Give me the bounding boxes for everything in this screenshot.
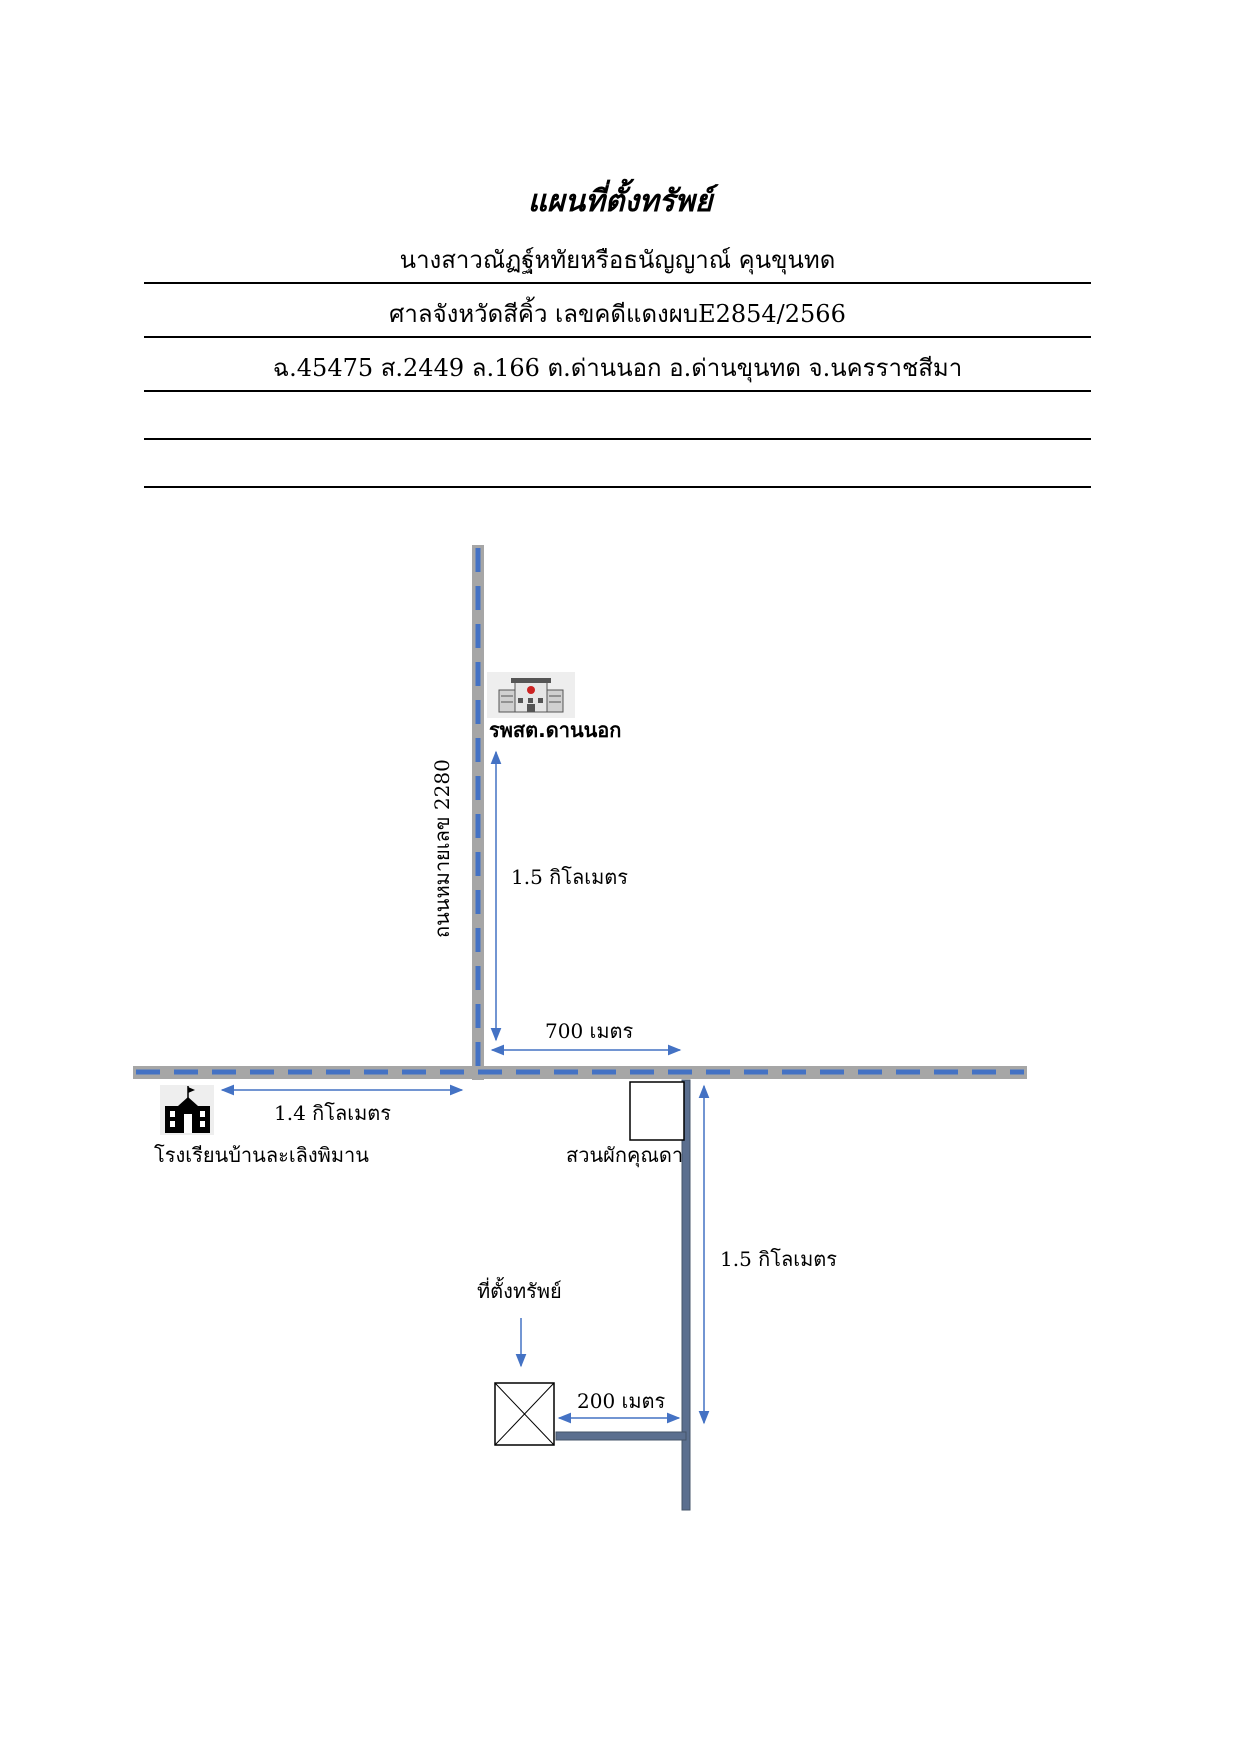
- divider: [144, 336, 1091, 338]
- owner-name: นางสาวณัฏฐ์หทัยหรือธนัญญาณ์ คุนขุนทด: [399, 246, 836, 274]
- deed-info: ฉ.45475 ส.2449 ล.166 ต.ด่านนอก อ.ด่านขุน…: [272, 354, 963, 382]
- court-case: ศาลจังหวัดสีคิ้ว เลขคดีแดงผบE2854/2566: [389, 300, 846, 328]
- main-road: [133, 1066, 1027, 1079]
- school-label: โรงเรียนบ้านละเลิงพิมาน: [154, 1143, 369, 1167]
- property-label: ที่ตั้งทรัพย์: [477, 1277, 562, 1303]
- property-box: [494, 1382, 555, 1446]
- dist-south-label: 1.5 กิโลเมตร: [720, 1247, 837, 1271]
- divider: [144, 438, 1091, 440]
- divider: [144, 390, 1091, 392]
- hospital-icon: [487, 672, 575, 718]
- dist-east-label: 700 เมตร: [545, 1019, 634, 1043]
- dist-property-label: 200 เมตร: [577, 1389, 666, 1413]
- divider: [144, 486, 1091, 488]
- divider: [144, 282, 1091, 284]
- hospital-label: รพสต.ดานนอก: [489, 718, 621, 742]
- school-icon: [160, 1085, 214, 1135]
- page-title: แผนที่ตั้งทรัพย์: [527, 184, 713, 219]
- garden-label: สวนผักคุณดา: [566, 1143, 683, 1168]
- road-2280: [472, 545, 484, 1080]
- dist-north-label: 1.5 กิโลเมตร: [511, 865, 628, 889]
- road-label: ถนนหมายเลข 2280: [430, 759, 454, 938]
- garden-box: [629, 1081, 685, 1141]
- dist-west-label: 1.4 กิโลเมตร: [274, 1101, 391, 1125]
- side-lane: [555, 1079, 691, 1511]
